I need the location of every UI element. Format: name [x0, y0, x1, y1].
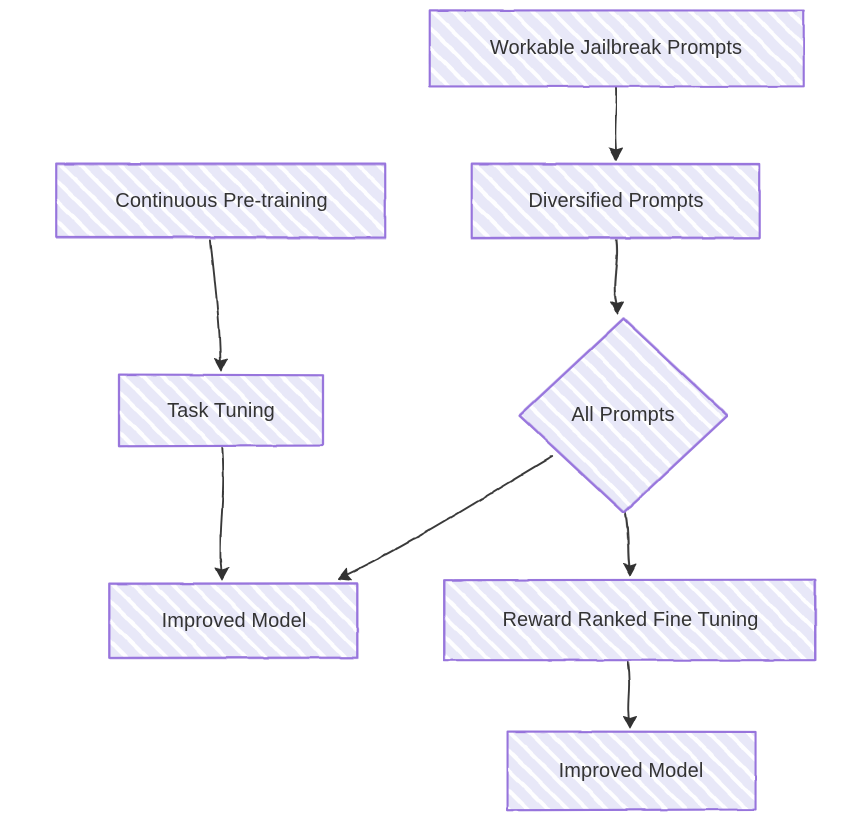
node-label: Task Tuning: [167, 399, 275, 422]
node-improved-model-left[interactable]: Improved Model: [108, 582, 360, 660]
edge-line: [209, 239, 221, 367]
node-diversified-prompts[interactable]: Diversified Prompts: [470, 162, 762, 240]
node-shape: [443, 578, 817, 662]
node-label: Continuous Pre-training: [115, 190, 328, 212]
edge-line: [613, 239, 618, 309]
edge-arrowhead: [337, 567, 353, 581]
edge-line: [614, 86, 618, 156]
node-all-prompts[interactable]: All Prompts: [518, 317, 728, 513]
node-label: Workable Jailbreak Prompts: [489, 37, 743, 59]
edge-line: [624, 511, 632, 573]
node-reward-ranked-fine-tuning[interactable]: Reward Ranked Fine Tuning: [443, 578, 818, 662]
node-label: Diversified Prompts: [528, 190, 704, 212]
node-shape: [428, 9, 805, 88]
node-label: Improved Model: [161, 610, 307, 632]
node-shape: [117, 373, 325, 448]
node-task-tuning[interactable]: Task Tuning: [117, 373, 325, 448]
node-continuous-pre-training[interactable]: Continuous Pre-training: [55, 162, 388, 240]
edge-line: [209, 239, 222, 367]
edge-arrowhead: [214, 358, 228, 372]
edge-line: [626, 660, 631, 724]
edge-arrowhead: [610, 301, 624, 315]
edge-arrowhead: [609, 147, 623, 161]
edge-arrowhead: [623, 563, 637, 577]
node-label: All Prompts: [571, 404, 675, 426]
edge-line: [219, 447, 225, 577]
node-workable-jailbreak-prompts[interactable]: Workable Jailbreak Prompts: [427, 8, 805, 88]
node-improved-model-bottom[interactable]: Improved Model: [505, 730, 757, 812]
node-shape: [518, 317, 728, 513]
node-label: Reward Ranked Fine Tuning: [502, 609, 759, 631]
node-shape: [55, 162, 387, 240]
edge-line: [613, 238, 619, 309]
edge-line: [626, 660, 631, 723]
edge-line: [219, 447, 224, 576]
edge-arrowhead: [215, 567, 229, 581]
node-shape: [506, 730, 757, 812]
node-shape: [108, 582, 359, 660]
edge-line: [624, 511, 631, 572]
node-shape: [470, 162, 761, 240]
edge-arrowhead: [623, 715, 637, 729]
node-label: Improved Model: [558, 760, 704, 782]
edge-line: [614, 87, 618, 156]
